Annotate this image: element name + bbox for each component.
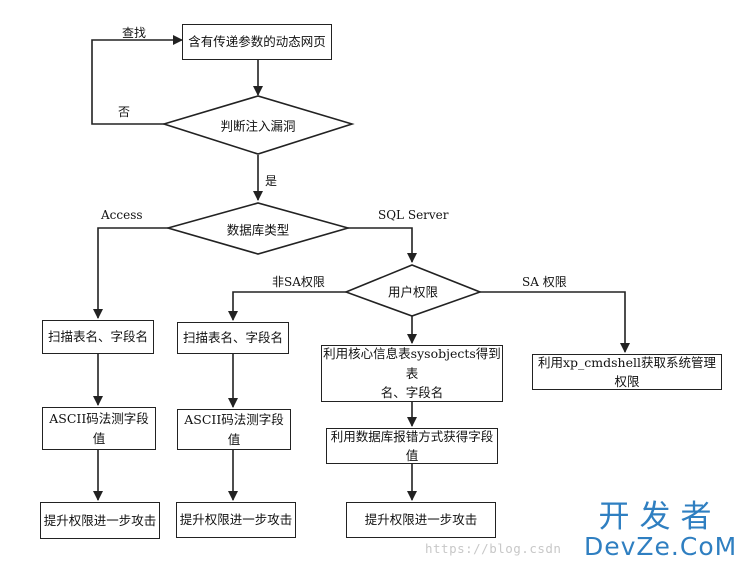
brand-logo: 开发者 DevZe.CoM [584,500,736,560]
brand-logo-bottom: DevZe.CoM [584,532,738,561]
edge-dbtype-access [93,227,168,319]
node-sysobjects: 利用核心信息表sysobjects得到表 名、字段名 [321,345,503,402]
node-sysobjects-label-1: 利用核心信息表sysobjects得到表 [323,346,501,381]
node-dberror-label: 利用数据库报错方式获得字段值 [330,428,494,463]
edge-label-sql-server: SQL Server [378,208,449,222]
edge-label-non-sa: 非SA权限 [272,275,325,289]
edge-label-yes: 是 [265,174,278,188]
node-nonsa-elevate: 提升权限进一步攻击 [176,502,296,538]
brand-logo-top: 开发者 [598,499,722,535]
node-access-ascii-label: ASCII码法测字段值 [49,411,149,446]
edge-userperm-sa [480,291,630,353]
node-access-scan: 扫描表名、字段名 [42,320,154,354]
node-dbtype-label: 数据库类型 [226,222,290,238]
node-xp-cmdshell-label: 利用xp_cmdshell获取系统管理权限 [537,354,716,389]
userperm-diamond [343,264,483,317]
node-access-scan-label: 扫描表名、字段名 [47,329,148,345]
node-sa-elevate-label: 提升权限进一步攻击 [364,512,478,528]
node-judge-label: 判断注入漏洞 [220,118,296,134]
node-sysobjects-label-2: 名、字段名 [380,385,444,401]
node-sa-elevate: 提升权限进一步攻击 [346,502,496,538]
node-nonsa-elevate-label: 提升权限进一步攻击 [179,512,293,528]
node-access-elevate-label: 提升权限进一步攻击 [43,512,157,528]
node-nonsa-ascii: ASCII码法测字段值 [177,409,291,450]
watermark-url: https://blog.csdn [425,541,562,556]
edge-label-find: 查找 [122,26,147,40]
node-nonsa-scan-label: 扫描表名、字段名 [182,330,283,346]
node-nonsa-scan: 扫描表名、字段名 [177,322,289,354]
edge-userperm-nonsa [228,291,346,321]
edge-label-no: 否 [118,105,131,119]
judge-diamond [161,95,355,155]
node-xp-cmdshell: 利用xp_cmdshell获取系统管理权限 [532,354,722,390]
node-access-ascii: ASCII码法测字段值 [42,407,156,450]
edge-loop-no [91,35,183,125]
dbtype-diamond [165,202,351,255]
node-userperm-label: 用户权限 [387,284,439,300]
node-access-elevate: 提升权限进一步攻击 [40,502,160,539]
edge-dbtype-sqlserver [348,227,417,263]
edge-label-sa: SA 权限 [522,275,567,289]
node-start: 含有传递参数的动态网页 [182,24,332,60]
node-start-label: 含有传递参数的动态网页 [188,34,326,50]
node-nonsa-ascii-label: ASCII码法测字段值 [184,412,284,447]
edge-label-access: Access [101,208,143,222]
node-dberror: 利用数据库报错方式获得字段值 [326,428,498,464]
